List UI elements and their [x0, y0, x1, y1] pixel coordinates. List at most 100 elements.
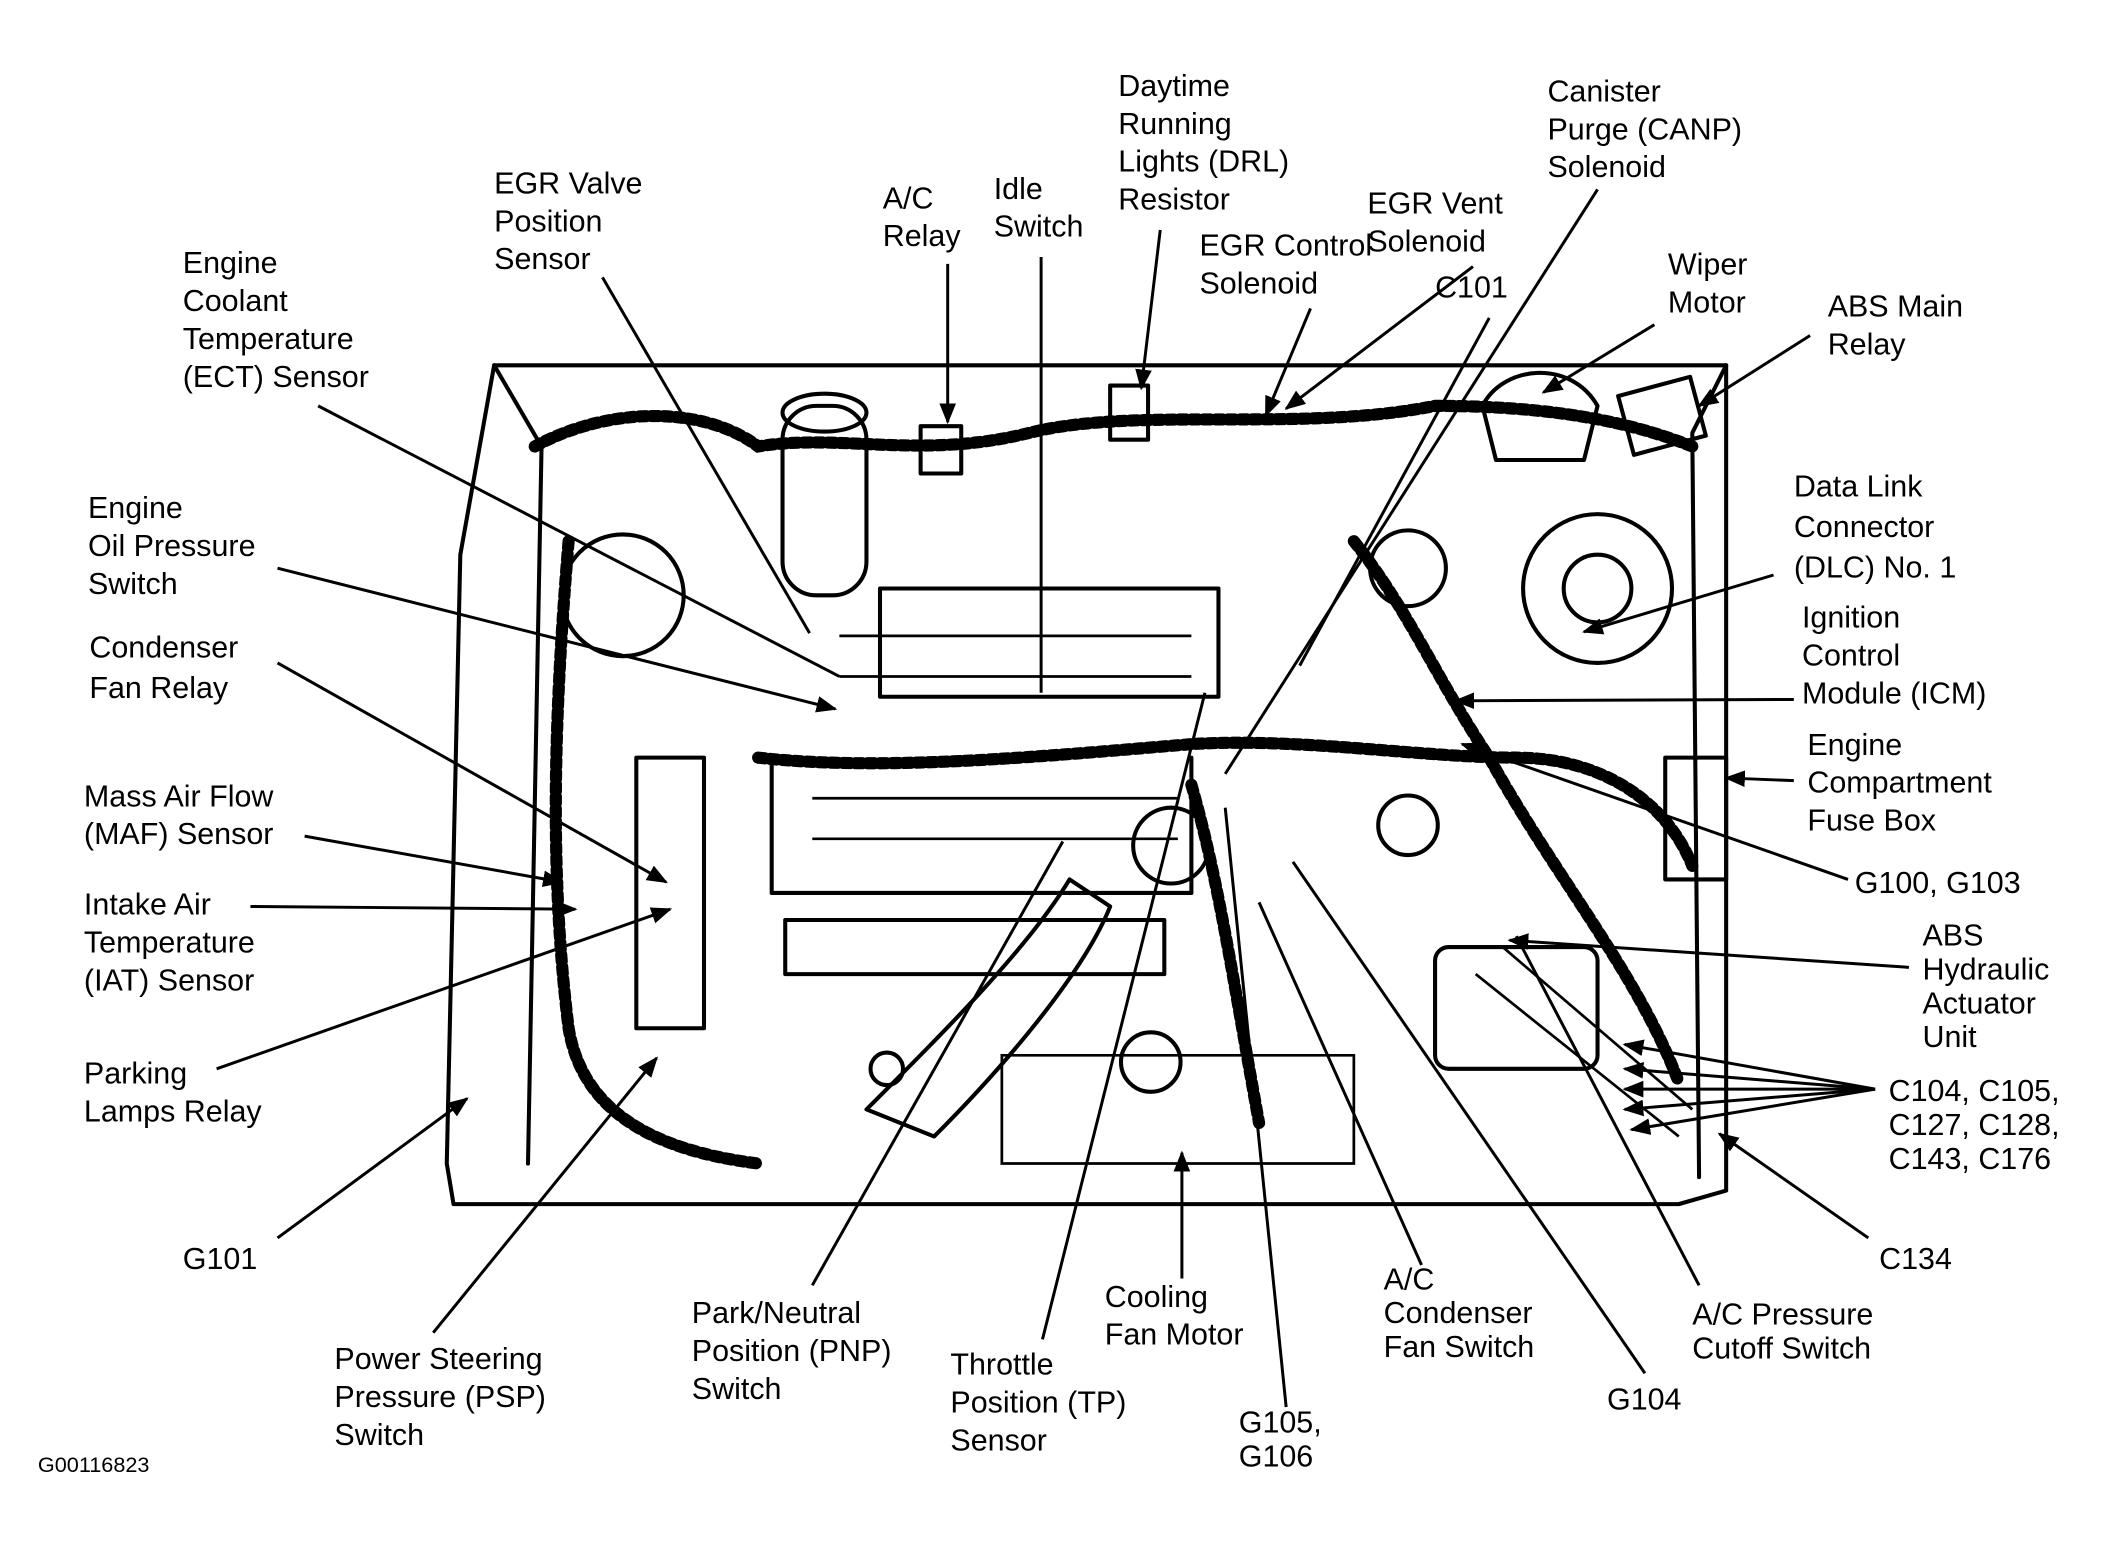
leader-line-g101	[276, 1097, 469, 1240]
label-line: Fan Motor	[1105, 1318, 1244, 1352]
leader-line-ac-condenser-fan-switch	[1257, 901, 1423, 1266]
label-line: Hydraulic	[1922, 952, 2049, 986]
label-line: C127, C128,	[1889, 1108, 2060, 1142]
leader-line-tp-sensor	[1041, 692, 1207, 1340]
leader-line-ac-pressure-cutoff-switch	[1514, 935, 1701, 1286]
leader-line-g105-g106	[1223, 807, 1288, 1408]
label-line: Temperature	[84, 925, 255, 959]
label-line: Temperature	[183, 322, 354, 356]
leader-line-maf-sensor	[304, 834, 564, 888]
label-line: Condenser	[1384, 1296, 1533, 1330]
label-line: (DLC) No. 1	[1794, 551, 1956, 585]
label-line: Sensor	[950, 1423, 1046, 1457]
label-line: Control	[1802, 639, 1900, 673]
label-line: Oil Pressure	[88, 529, 256, 563]
label-line: Condenser	[89, 630, 238, 664]
label-line: Sensor	[494, 242, 590, 276]
label-line: A/C	[1384, 1262, 1435, 1296]
label-line: Intake Air	[84, 888, 211, 922]
leader-line-egr-valve-position-sensor	[601, 276, 811, 634]
label-line: Connector	[1794, 510, 1934, 544]
label-line: Motor	[1668, 285, 1746, 319]
label-line: Switch	[692, 1372, 782, 1406]
label-line: Daytime	[1118, 69, 1230, 103]
label-line: Lamps Relay	[84, 1095, 262, 1129]
leader-line-parking-lamps-relay	[216, 907, 673, 1071]
label-line: Park/Neutral	[692, 1296, 861, 1330]
label-line: G100, G103	[1855, 866, 2021, 900]
label-line: Running	[1118, 107, 1231, 141]
label-line: G105,	[1239, 1406, 1322, 1440]
leader-line-pnp-switch	[811, 840, 1065, 1287]
label-line: Power Steering	[334, 1342, 542, 1376]
label-line: G101	[183, 1242, 257, 1276]
label-line: Position (PNP)	[692, 1334, 892, 1368]
label-line: C143, C176	[1889, 1142, 2052, 1176]
label-line: Fuse Box	[1807, 804, 1936, 838]
label-line: Cooling	[1105, 1280, 1208, 1314]
label-line: Canister	[1547, 74, 1660, 108]
label-connectors-c104: C104, C105,C127, C128,C143, C176	[1889, 1074, 2060, 1176]
leader-line-c134	[1717, 1132, 1870, 1240]
label-line: Lights (DRL)	[1118, 145, 1289, 179]
label-line: A/C	[883, 181, 934, 215]
figure-code: G00116823	[38, 1452, 150, 1477]
label-line: Engine	[1807, 728, 1902, 762]
label-line: Relay	[1828, 327, 1907, 361]
label-line: Unit	[1922, 1020, 1977, 1054]
label-c134: C134	[1879, 1242, 1952, 1276]
leader-line-drl-resistor	[1135, 229, 1162, 391]
leader-line-c101	[1298, 317, 1491, 667]
label-line: Data Link	[1794, 469, 1923, 503]
label-line: C101	[1435, 271, 1508, 305]
label-g105-g106: G105,G106	[1239, 1406, 1322, 1474]
leader-line-ect-sensor	[317, 404, 841, 678]
label-line: Mass Air Flow	[84, 779, 274, 813]
label-line: Resistor	[1118, 183, 1230, 217]
label-maf-sensor: Mass Air Flow (MAF) Sensor	[84, 779, 274, 851]
label-line: Actuator	[1922, 986, 2035, 1020]
label-line: EGR Control	[1200, 229, 1373, 263]
leader-line-icm	[1453, 692, 1794, 710]
label-line: Parking	[84, 1057, 187, 1091]
label-line: G104	[1607, 1383, 1682, 1417]
label-line: Module (ICM)	[1802, 676, 1986, 710]
leader-line-connectors-c104	[1622, 1039, 1876, 1091]
label-g104: G104	[1607, 1383, 1682, 1417]
leader-line-wiper-motor	[1541, 323, 1656, 394]
leader-line-canp-solenoid	[1223, 188, 1599, 775]
label-line: Fan Relay	[89, 671, 229, 705]
label-g100-g103: G100, G103	[1855, 866, 2021, 900]
label-line: Coolant	[183, 284, 288, 318]
label-line: Switch	[334, 1418, 424, 1452]
label-c101: C101	[1435, 271, 1508, 305]
label-line: A/C Pressure	[1692, 1297, 1873, 1331]
label-line: (MAF) Sensor	[84, 817, 273, 851]
leader-line-g104	[1291, 860, 1647, 1375]
label-line: ABS	[1922, 919, 1983, 953]
label-line: Engine	[88, 491, 183, 525]
label-line: C104, C105,	[1889, 1074, 2060, 1108]
label-line: G106	[1239, 1440, 1313, 1474]
label-line: ABS Main	[1828, 290, 1963, 324]
leader-line-connectors-c104	[1622, 1087, 1876, 1117]
label-line: Solenoid	[1367, 225, 1486, 259]
label-line: Switch	[994, 210, 1084, 244]
engine-drawing	[444, 363, 1729, 1207]
